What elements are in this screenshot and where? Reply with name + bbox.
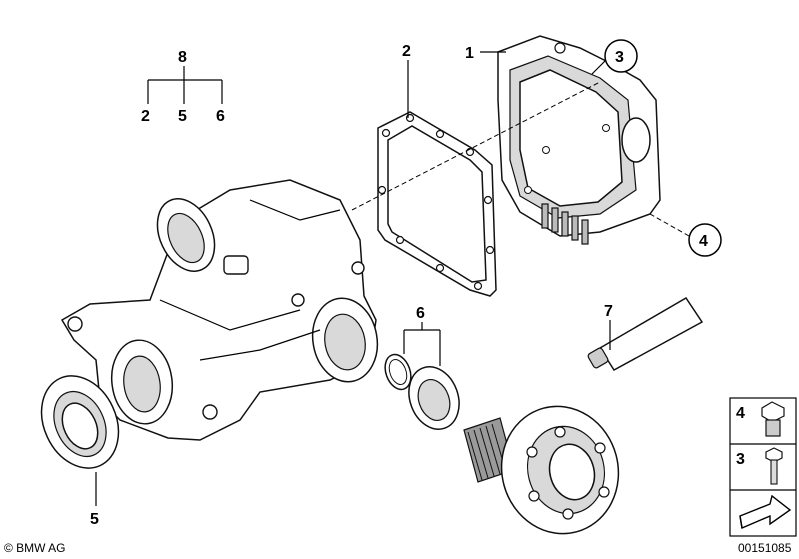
callout-3: 3: [615, 49, 624, 66]
callout-5: 5: [90, 511, 99, 528]
bolt-icon: [765, 447, 783, 485]
shaft-seal-part: 5: [40, 375, 120, 528]
document-number: 00151085: [738, 541, 792, 555]
tree-label-2: 2: [141, 108, 150, 125]
housing-cover-part: 1: [465, 35, 661, 245]
callout-4-marker: 4: [649, 213, 722, 257]
legend-label-4: 4: [736, 405, 745, 422]
kit-tree: 8 2 5 6: [141, 49, 225, 125]
legend-label-3: 3: [736, 451, 745, 468]
callout-7: 7: [604, 303, 613, 320]
tree-label-6: 6: [216, 108, 225, 125]
callout-3-marker: 3: [591, 39, 638, 75]
oil-plug-icon: [761, 401, 785, 437]
gasket-part: 2: [377, 43, 497, 297]
small-parts-legend: 4 3: [729, 397, 797, 537]
callout-4: 4: [699, 233, 708, 250]
copyright-text: © BMW AG: [4, 541, 66, 555]
assembly-axis-line: [351, 81, 601, 211]
differential-housing-part: [60, 179, 379, 441]
seal-ring-set-part: 6: [384, 305, 460, 430]
output-flange-part: [463, 405, 620, 535]
sealant-tube-part: 7: [587, 296, 704, 371]
callout-1: 1: [465, 45, 474, 62]
callout-6: 6: [416, 305, 425, 322]
callout-8: 8: [178, 49, 187, 66]
direction-arrow-icon: [739, 494, 792, 529]
tree-label-5: 5: [178, 108, 187, 125]
callout-2: 2: [402, 43, 411, 60]
